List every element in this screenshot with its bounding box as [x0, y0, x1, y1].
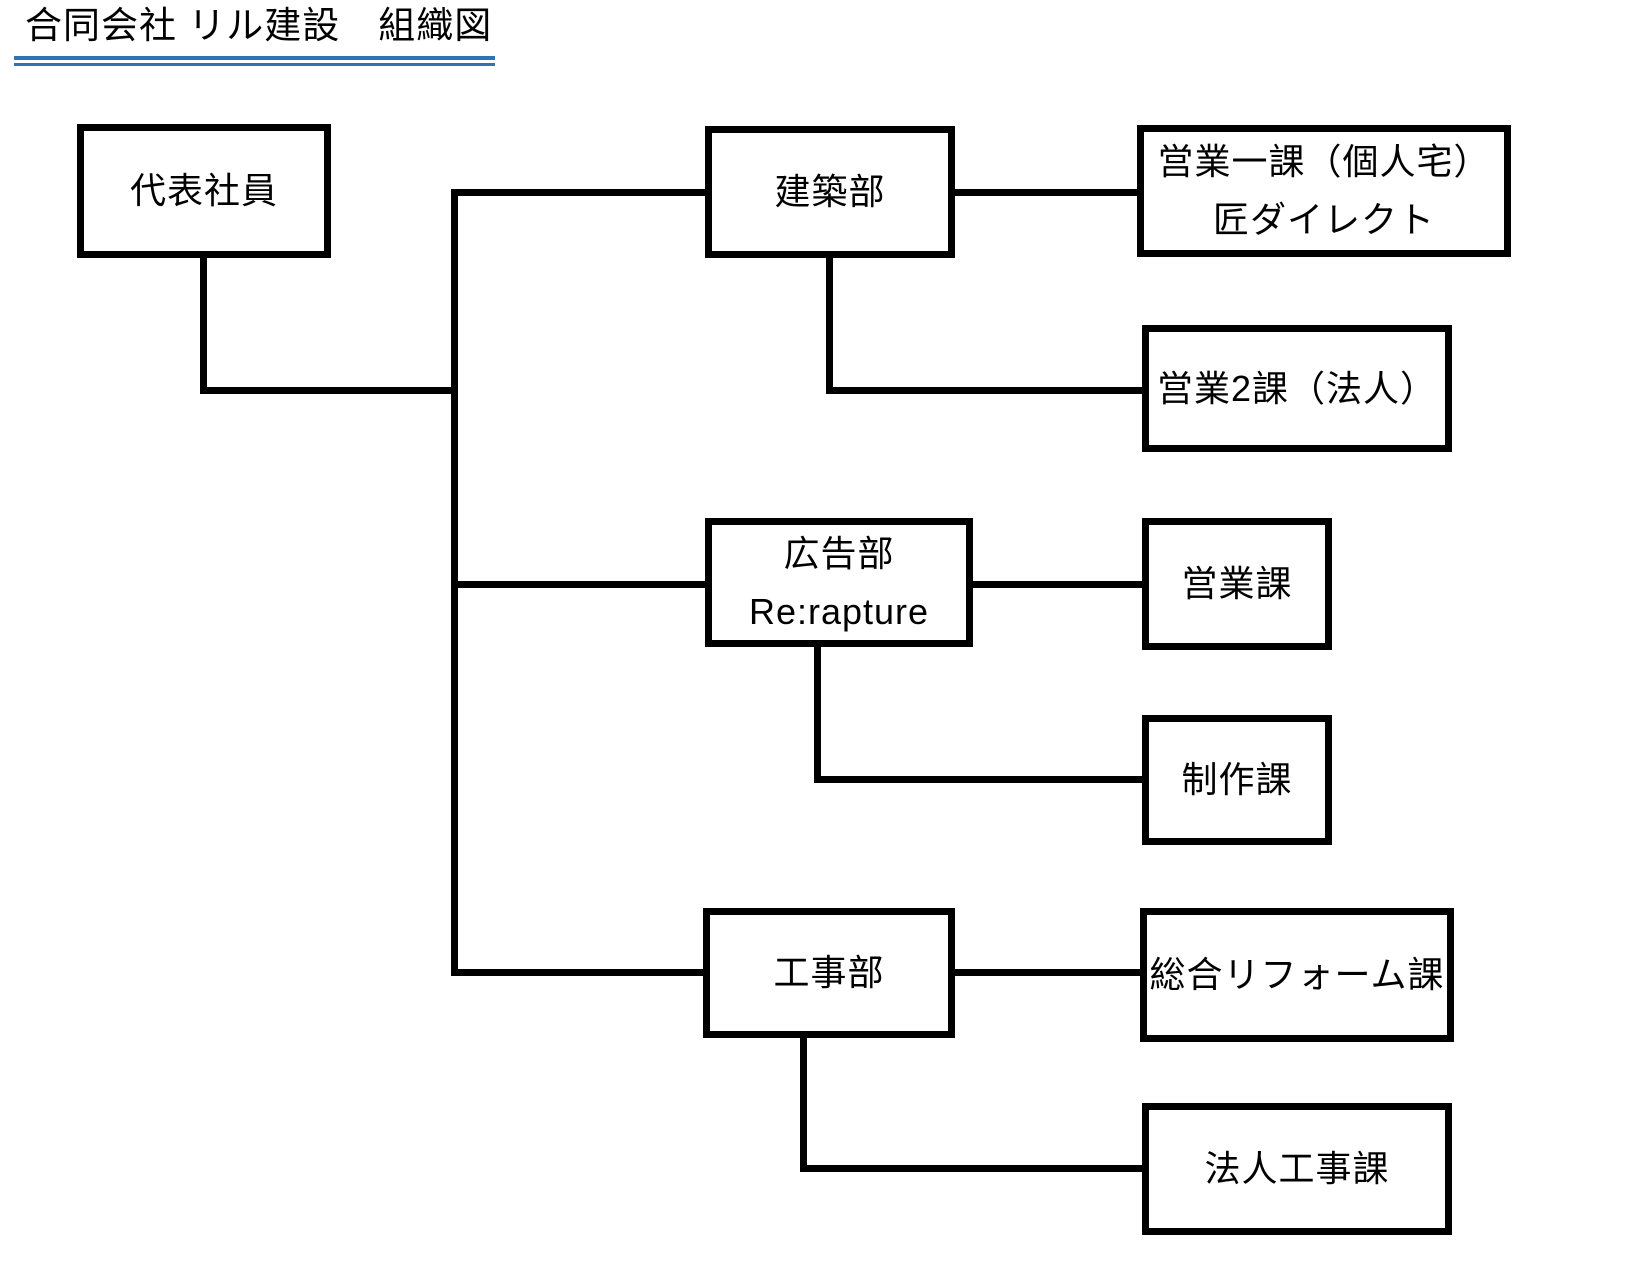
connector-advertising-to-production-hline: [814, 776, 1142, 783]
connector-root-drop-vline: [200, 258, 207, 394]
org-node-construction-dept-label: 工事部: [773, 952, 885, 993]
org-node-architecture-dept: 建築部: [705, 126, 955, 258]
org-node-architecture-dept-label: 建築部: [774, 171, 886, 212]
org-node-advertising-dept-label-line1: 広告部: [783, 532, 895, 574]
org-node-corporate-construction-section: 法人工事課: [1142, 1103, 1452, 1235]
connector-construction-to-corporate-hline: [800, 1165, 1142, 1172]
connector-advertising-drop-vline: [814, 647, 821, 783]
org-node-sales-2-section: 営業2課（法人）: [1142, 325, 1452, 452]
connector-construction-to-reform-hline: [955, 969, 1140, 976]
org-node-production-section: 制作課: [1142, 715, 1332, 845]
connector-architecture-to-sales1-hline: [955, 189, 1137, 196]
org-node-sales-1-section-label-line2: 匠ダイレクト: [1212, 199, 1435, 240]
connector-advertising-to-sales-section-hline: [973, 581, 1142, 588]
org-node-construction-dept: 工事部: [703, 908, 955, 1038]
connector-architecture-drop-vline: [826, 258, 833, 394]
org-node-sales-1-section: 営業一課（個人宅） 匠ダイレクト: [1137, 125, 1511, 257]
org-node-general-reform-section-label: 総合リフォーム課: [1149, 954, 1445, 995]
org-node-corporate-construction-section-label: 法人工事課: [1204, 1148, 1390, 1189]
connector-trunk-to-advertising-hline: [455, 581, 705, 588]
connector-root-to-trunk-hline: [200, 387, 458, 394]
title-double-underline: [14, 56, 495, 66]
connector-construction-drop-vline: [800, 1038, 807, 1172]
org-node-advertising-dept: 広告部 Re:rapture: [705, 518, 973, 647]
org-node-sales-section: 営業課: [1142, 518, 1332, 650]
connector-trunk-vline: [451, 189, 458, 976]
org-node-representative-member-label: 代表社員: [129, 170, 278, 211]
org-node-sales-section-label: 営業課: [1181, 563, 1293, 604]
connector-architecture-to-sales2-hline: [826, 387, 1142, 394]
org-node-sales-2-section-label: 営業2課（法人）: [1156, 367, 1438, 409]
org-node-general-reform-section: 総合リフォーム課: [1140, 908, 1454, 1042]
org-node-production-section-label: 制作課: [1181, 759, 1293, 800]
connector-trunk-to-construction-hline: [455, 969, 703, 976]
org-node-advertising-dept-label-line2: Re:rapture: [748, 590, 930, 632]
org-node-representative-member: 代表社員: [77, 124, 331, 258]
connector-trunk-to-architecture-hline: [455, 189, 705, 196]
page-title: 合同会社 リル建設 組織図: [25, 5, 493, 46]
org-node-sales-1-section-label-line1: 営業一課（個人宅）: [1157, 141, 1491, 182]
